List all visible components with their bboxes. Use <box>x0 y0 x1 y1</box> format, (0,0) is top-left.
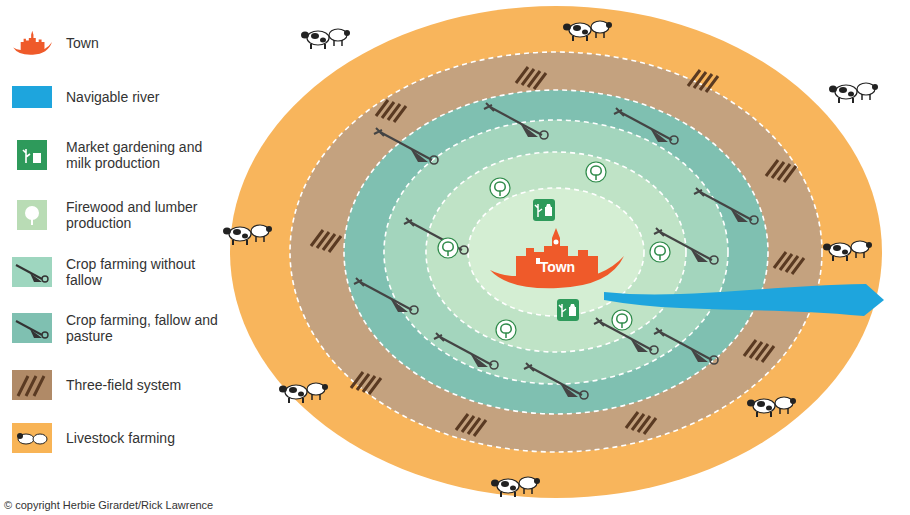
copyright-note: © copyright Herbie Girardet/Rick Lawrenc… <box>4 499 213 511</box>
legend-icon <box>12 257 52 287</box>
legend-icon <box>17 140 47 170</box>
legend-swatch <box>12 30 52 56</box>
legend-swatch <box>12 370 52 400</box>
town-label: Town <box>540 259 576 275</box>
town-shape: Town <box>486 226 626 290</box>
legend-label: Town <box>66 35 226 51</box>
legend-swatch <box>17 200 47 230</box>
legend-swatch <box>17 140 47 170</box>
legend-icon <box>12 86 52 108</box>
legend-swatch <box>12 423 52 453</box>
legend-label: Livestock farming <box>66 430 226 446</box>
legend-label: Navigable river <box>66 89 226 105</box>
town-outline <box>486 226 626 290</box>
legend-label: Firewood and lumber production <box>66 199 226 231</box>
legend-icon <box>12 370 52 400</box>
legend-swatch <box>12 86 52 108</box>
legend-label: Crop farming, fallow and pasture <box>66 312 226 344</box>
legend-icon <box>12 313 52 343</box>
legend-icon <box>12 30 52 56</box>
legend-label: Crop farming without fallow <box>66 256 226 288</box>
legend-label: Market gardening and milk production <box>66 139 226 171</box>
legend-icon <box>12 423 52 453</box>
legend-swatch <box>12 257 52 287</box>
legend-label: Three-field system <box>66 377 226 393</box>
legend-swatch <box>12 313 52 343</box>
legend-icon <box>17 200 47 230</box>
